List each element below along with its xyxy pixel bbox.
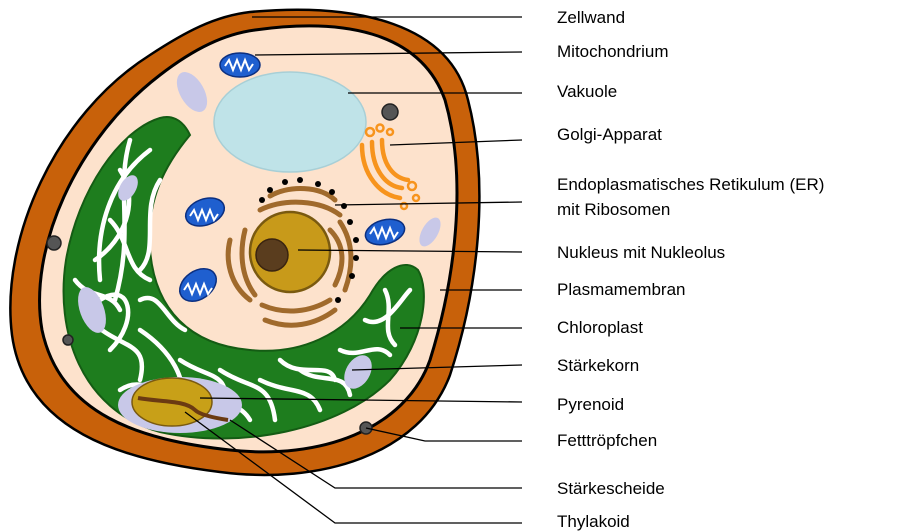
label-er-line2: mit Ribosomen xyxy=(557,200,670,219)
label-plasmamembran: Plasmamembran xyxy=(557,280,686,299)
labels: Zellwand Mitochondrium Vakuole Golgi-App… xyxy=(557,8,824,531)
label-zellwand: Zellwand xyxy=(557,8,625,27)
label-staerkekorn: Stärkekorn xyxy=(557,356,639,375)
label-nukleus: Nukleus mit Nukleolus xyxy=(557,243,725,262)
nucleolus xyxy=(256,239,288,271)
label-golgi: Golgi-Apparat xyxy=(557,125,662,144)
mitochondrion xyxy=(220,53,260,77)
lipid-droplet xyxy=(63,335,73,345)
lipid-droplet xyxy=(382,104,398,120)
label-thylakoid: Thylakoid xyxy=(557,512,630,531)
vacuole xyxy=(214,72,366,172)
label-chloroplast: Chloroplast xyxy=(557,318,643,337)
label-staerkescheide: Stärkescheide xyxy=(557,479,665,498)
label-mitochondrium: Mitochondrium xyxy=(557,42,669,61)
lipid-droplet xyxy=(47,236,61,250)
label-vakuole: Vakuole xyxy=(557,82,617,101)
label-er-line1: Endoplasmatisches Retikulum (ER) xyxy=(557,175,824,194)
label-pyrenoid: Pyrenoid xyxy=(557,395,624,414)
label-fetttroepfchen: Fetttröpfchen xyxy=(557,431,657,450)
